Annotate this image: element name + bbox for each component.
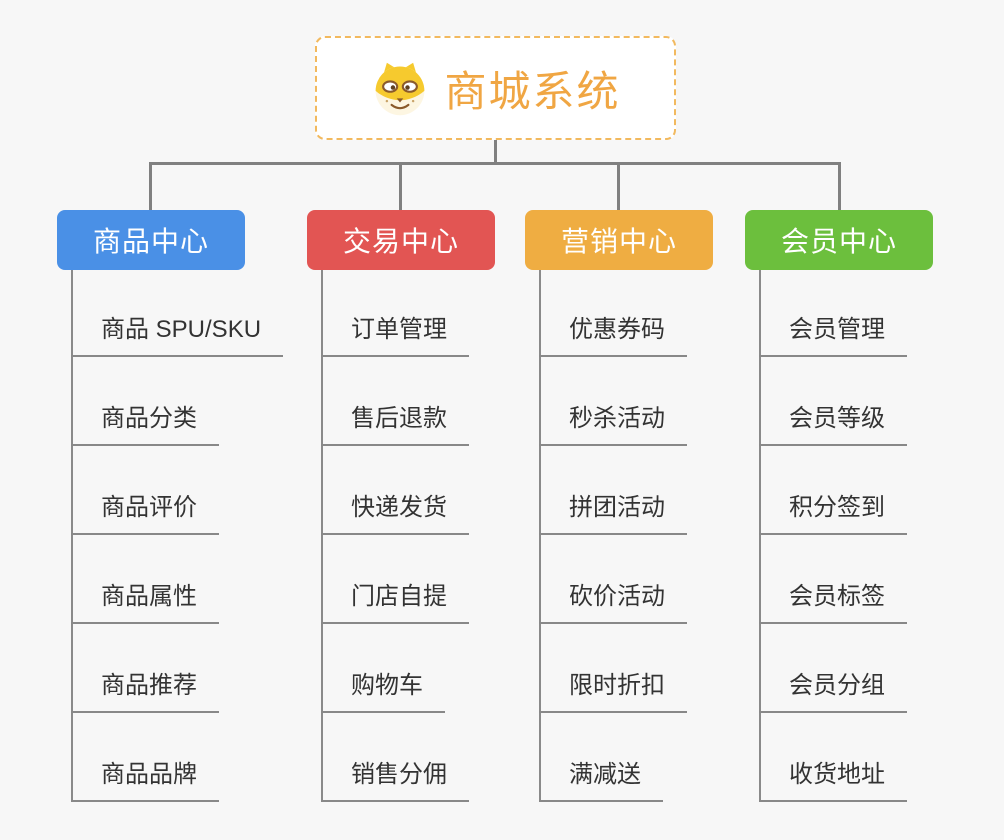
branch-header[interactable]: 会员中心 [745, 210, 933, 270]
leaf-topic[interactable]: 会员等级 [759, 402, 907, 446]
leaf-topic[interactable]: 商品推荐 [71, 669, 219, 713]
branch-marketing-center: 营销中心 优惠券码秒杀活动拼团活动砍价活动限时折扣满减送 [525, 210, 713, 802]
doge-icon [376, 62, 425, 116]
leaf-topic[interactable]: 满减送 [539, 758, 663, 802]
branch-header[interactable]: 商品中心 [57, 210, 245, 270]
connector-drop-4 [838, 163, 841, 211]
branch-trade-center: 交易中心 订单管理售后退款快递发货门店自提购物车销售分佣 [307, 210, 495, 802]
branch-header[interactable]: 交易中心 [307, 210, 495, 270]
leaf-topic[interactable]: 积分签到 [759, 491, 907, 535]
connector-drop-1 [149, 163, 152, 211]
root-topic[interactable]: 商城系统 [315, 36, 676, 140]
leaf-topic[interactable]: 商品属性 [71, 580, 219, 624]
connector-drop-3 [617, 163, 620, 211]
leaf-topic[interactable]: 限时折扣 [539, 669, 687, 713]
leaf-topic[interactable]: 订单管理 [321, 313, 469, 357]
leaf-topic[interactable]: 商品 SPU/SKU [71, 313, 284, 357]
leaf-topic[interactable]: 拼团活动 [539, 491, 687, 535]
leaf-topic[interactable]: 优惠券码 [539, 313, 687, 357]
leaf-topic[interactable]: 售后退款 [321, 402, 469, 446]
leaf-topic[interactable]: 会员标签 [759, 580, 907, 624]
branch-header[interactable]: 营销中心 [525, 210, 713, 270]
leaf-topic[interactable]: 砍价活动 [539, 580, 687, 624]
leaf-topic[interactable]: 商品评价 [71, 491, 219, 535]
branch-member-center: 会员中心 会员管理会员等级积分签到会员标签会员分组收货地址 [745, 210, 933, 802]
leaf-topic[interactable]: 商品品牌 [71, 758, 219, 802]
leaf-topic[interactable]: 购物车 [321, 669, 445, 713]
leaf-topic[interactable]: 收货地址 [759, 758, 907, 802]
connector-drop-2 [399, 163, 402, 211]
leaf-topic[interactable]: 会员分组 [759, 669, 907, 713]
leaf-topic[interactable]: 销售分佣 [321, 758, 469, 802]
connector-horizontal [149, 162, 841, 165]
branch-column: 会员管理会员等级积分签到会员标签会员分组收货地址 [759, 270, 907, 802]
branch-product-center: 商品中心 商品 SPU/SKU 商品分类商品评价商品属性商品推荐商品品牌 [57, 210, 284, 802]
connector-root-vertical [494, 140, 497, 164]
branch-column: 优惠券码秒杀活动拼团活动砍价活动限时折扣满减送 [539, 270, 687, 802]
branch-column: 订单管理售后退款快递发货门店自提购物车销售分佣 [321, 270, 469, 802]
leaf-topic[interactable]: 快递发货 [321, 491, 469, 535]
leaf-topic[interactable]: 门店自提 [321, 580, 469, 624]
root-topic-label: 商城系统 [444, 67, 621, 115]
leaf-topic[interactable]: 商品分类 [71, 402, 219, 446]
branch-column: 商品 SPU/SKU 商品分类商品评价商品属性商品推荐商品品牌 [71, 270, 284, 802]
leaf-topic[interactable]: 秒杀活动 [539, 402, 687, 446]
leaf-topic[interactable]: 会员管理 [759, 313, 907, 357]
